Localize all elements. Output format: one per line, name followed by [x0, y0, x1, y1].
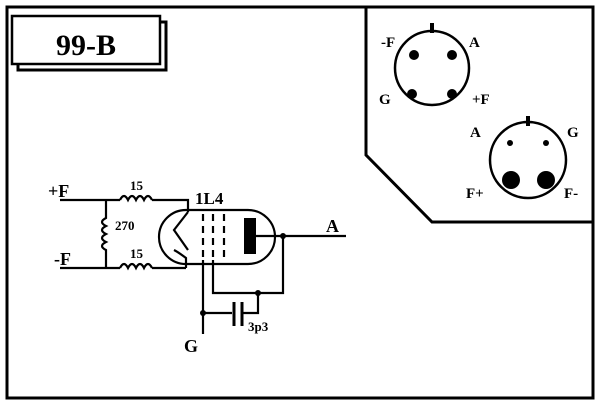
wire-anode-drop [258, 236, 285, 295]
pin-g [407, 89, 417, 99]
label-anode-terminal: A [326, 216, 339, 236]
label-a: A [469, 35, 480, 51]
outer-frame [5, 5, 595, 400]
pin-minus-f [409, 50, 419, 60]
wire-screen-lead [211, 260, 258, 295]
label-resistor-bottom: 15 [130, 246, 144, 261]
label-g: G [379, 92, 391, 108]
pin-side-g [543, 140, 549, 146]
label-side-g: G [567, 125, 579, 141]
label-tube: 1L4 [195, 189, 224, 208]
label-grid-terminal: G [184, 336, 198, 356]
title-label: 99-B [56, 29, 116, 62]
label-minus-f-terminal: -F [54, 249, 71, 269]
schematic [60, 194, 346, 334]
tube-anode [244, 218, 256, 254]
pin-side-a [507, 140, 513, 146]
wire-plus-f [60, 198, 190, 212]
pin-side-f-plus [502, 171, 520, 189]
pinout-panel-border [364, 7, 593, 224]
label-resistor-top: 15 [130, 178, 144, 193]
label-side-f-plus: F+ [466, 186, 484, 202]
label-side-f-minus: F- [564, 186, 578, 202]
pin-side-f-minus [537, 171, 555, 189]
resistor-top [119, 194, 153, 203]
resistor-shunt [100, 200, 109, 268]
label-plus-f-terminal: +F [48, 181, 69, 201]
title-box: 99-B [10, 14, 168, 72]
tube-filament [172, 211, 189, 268]
label-plus-f: +F [472, 92, 490, 108]
resistor-bottom [119, 262, 153, 271]
wire-grid-lead [201, 260, 232, 315]
label-side-a: A [470, 125, 481, 141]
socket-side: A G F+ F- [466, 116, 579, 202]
pin-a [447, 50, 457, 60]
pin-plus-f [447, 89, 457, 99]
socket-4pin: -F A G +F [379, 23, 490, 108]
tube-envelope [157, 208, 277, 266]
label-resistor-shunt: 270 [115, 218, 135, 233]
label-minus-f: -F [381, 35, 395, 51]
label-capacitor: 3p3 [248, 319, 269, 334]
